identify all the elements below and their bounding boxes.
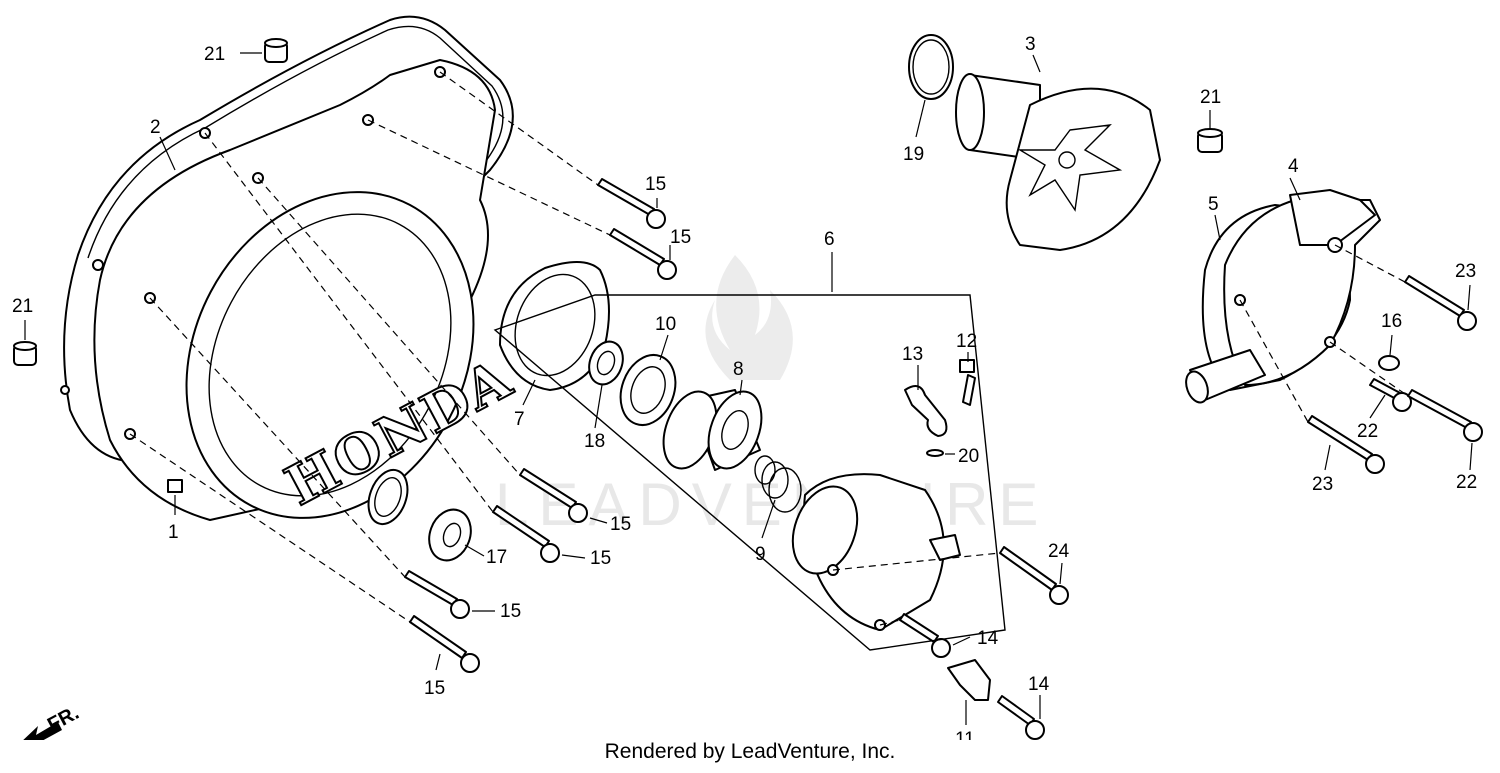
bolts	[404, 178, 1483, 740]
bearing-18	[588, 340, 624, 386]
watermark: LEADVENTURE	[495, 255, 1048, 538]
callout-15-a: 15	[645, 174, 666, 195]
callout-21-a: 21	[204, 44, 225, 65]
callout-1: 1	[168, 522, 179, 543]
clutch-slave-cylinder	[791, 473, 961, 631]
water-pump	[908, 34, 1161, 251]
callout-15-b: 15	[670, 227, 691, 248]
callout-22-b: 22	[1456, 472, 1477, 493]
clip-13	[904, 385, 948, 437]
oil-seal-17	[428, 508, 472, 562]
callout-16: 16	[1381, 311, 1402, 332]
callout-11: 11	[955, 729, 975, 740]
front-direction-arrow: FR.	[23, 702, 83, 740]
callout-8: 8	[733, 359, 744, 380]
callout-14-a: 14	[977, 628, 999, 649]
callout-4: 4	[1288, 156, 1299, 177]
dowel-pin-right	[1197, 128, 1223, 153]
callout-20: 20	[958, 446, 979, 467]
callout-19: 19	[903, 144, 924, 165]
render-credit: Rendered by LeadVenture, Inc.	[604, 740, 896, 763]
callout-2: 2	[150, 117, 161, 138]
parts-diagram: LEADVENTURE HONDA	[12, 15, 1483, 740]
bleeder-screw-12	[959, 359, 976, 406]
callout-12: 12	[956, 331, 977, 352]
callout-15-d: 15	[590, 548, 611, 569]
callout-7: 7	[514, 409, 525, 430]
kit-6-outline	[493, 294, 1006, 651]
callout-15-e: 15	[500, 601, 521, 622]
callout-5: 5	[1208, 194, 1219, 215]
callout-15-c: 15	[610, 514, 631, 535]
washer-16	[1378, 355, 1400, 371]
callout-9: 9	[755, 544, 766, 565]
cap-20	[926, 449, 944, 457]
callout-23-a: 23	[1455, 261, 1476, 282]
oil-seal-ring	[367, 468, 409, 526]
callout-3: 3	[1025, 34, 1036, 55]
callout-23-b: 23	[1312, 474, 1333, 495]
water-pump-cover	[1185, 189, 1381, 404]
leader-lines	[24, 52, 1473, 725]
callout-21-c: 21	[1200, 87, 1221, 108]
arrow-icon	[23, 722, 62, 740]
callout-24: 24	[1048, 541, 1070, 562]
callout-15-f: 15	[424, 678, 445, 699]
callout-18: 18	[584, 431, 605, 452]
callout-22-a: 22	[1357, 421, 1378, 442]
callout-14-b: 14	[1028, 674, 1050, 695]
callout-13: 13	[902, 344, 923, 365]
watermark-text: LEADVENTURE	[495, 471, 1048, 538]
callout-6: 6	[824, 229, 835, 250]
slave-piston-8	[662, 389, 763, 471]
clamp-11	[947, 659, 991, 701]
left-crankcase-cover: HONDA	[60, 59, 523, 521]
callout-labels: 1 2 3 4 5 6 7 8 9 10 11 12 13 14 14 15 1…	[12, 34, 1477, 740]
dowel-pin-left	[13, 341, 37, 366]
oil-seal-10	[619, 354, 677, 426]
o-ring-19	[908, 34, 954, 100]
callout-17: 17	[486, 547, 507, 568]
spring-9	[754, 455, 802, 513]
callout-21-b: 21	[12, 296, 33, 317]
callout-10: 10	[655, 314, 676, 335]
dowel-pin-top	[264, 38, 288, 63]
